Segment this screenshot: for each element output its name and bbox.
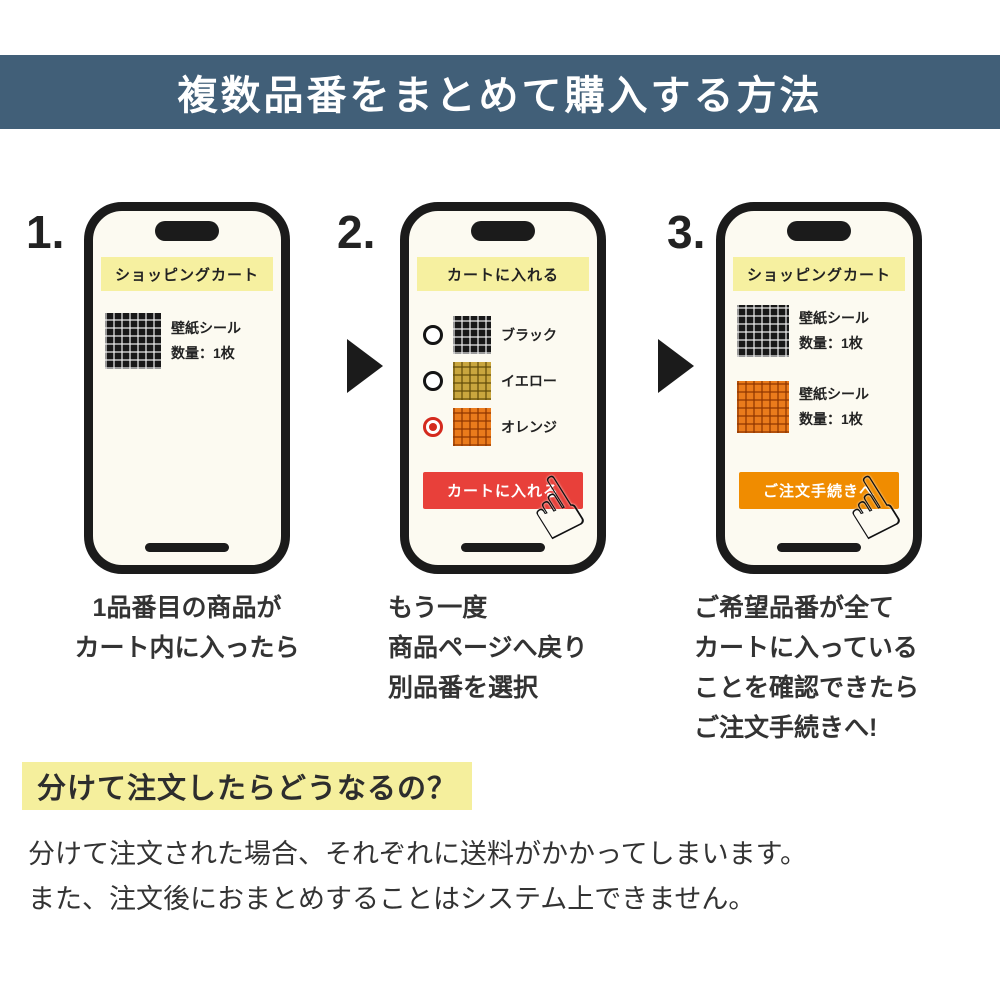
flow-arrow-right-icon [347, 339, 383, 393]
black-grid-swatch [737, 305, 789, 357]
hand-cursor-icon: ☝ [509, 456, 601, 561]
caption-line: 別品番を選択 [388, 674, 539, 702]
title-banner: 複数品番をまとめて購入する方法 [0, 55, 1000, 129]
phone-notch [471, 221, 535, 241]
phone-step-3: ショッピングカート 壁紙シール 数量：1枚 壁紙シール 数量：1枚 ご注文手続き… [716, 202, 922, 574]
step-3-caption: ご希望品番が全て カートに入っている ことを確認できたら ご注文手続きへ! [694, 588, 919, 748]
item-name: 壁紙シール [799, 309, 869, 326]
step-1-number: 1. [26, 206, 65, 258]
color-option-yellow[interactable]: イエロー [423, 361, 557, 401]
cart-item: 壁紙シール 数量：1枚 [105, 313, 241, 369]
page-title: 複数品番をまとめて購入する方法 [177, 74, 823, 118]
caption-line: カートに入っている [694, 634, 918, 662]
step-1-caption: 1品番目の商品が カート内に入ったら [57, 588, 317, 668]
home-indicator [145, 543, 229, 552]
caption-line: 商品ページへ戻り [388, 634, 588, 662]
caption-line: ご注文手続きへ! [694, 714, 878, 742]
caption-line: ことを確認できたら [694, 674, 920, 702]
phone-step-1: ショッピングカート 壁紙シール 数量：1枚 [84, 202, 290, 574]
caption-line: 1品番目の商品が [92, 594, 282, 622]
option-label: イエロー [501, 373, 557, 389]
footer-body-line: また、注文後におまとめすることはシステム上できません。 [28, 884, 756, 915]
phone-step-2: カートに入れる ブラック イエロー オレンジ カートに入れる ☝ [400, 202, 606, 574]
yellow-grid-swatch [453, 362, 491, 400]
add-to-cart-banner: カートに入れる [417, 257, 589, 291]
black-grid-swatch [105, 313, 161, 369]
caption-line: もう一度 [388, 594, 488, 622]
footer-body-line: 分けて注文された場合、それぞれに送料がかかってしまいます。 [28, 839, 807, 869]
color-option-orange[interactable]: オレンジ [423, 407, 557, 447]
step-2-number: 2. [337, 206, 376, 258]
caption-line: ご希望品番が全て [694, 594, 895, 622]
shopping-cart-banner: ショッピングカート [733, 257, 905, 291]
flow-arrow-right-icon [658, 339, 694, 393]
step-2-caption: もう一度 商品ページへ戻り 別品番を選択 [388, 588, 588, 708]
color-option-black[interactable]: ブラック [423, 315, 557, 355]
item-name: 壁紙シール [799, 385, 869, 402]
option-label: オレンジ [501, 419, 557, 435]
option-label: ブラック [501, 327, 557, 343]
shopping-cart-banner: ショッピングカート [101, 257, 273, 291]
radio-unselected-icon[interactable] [423, 325, 443, 345]
radio-unselected-icon[interactable] [423, 371, 443, 391]
phone-notch [155, 221, 219, 241]
orange-grid-swatch [453, 408, 491, 446]
step-3-number: 3. [667, 206, 706, 258]
cart-item: 壁紙シール 数量：1枚 [737, 305, 869, 357]
caption-line: カート内に入ったら [74, 634, 300, 662]
footer-body: 分けて注文された場合、それぞれに送料がかかってしまいます。 また、注文後におまと… [28, 833, 807, 923]
checkout-button[interactable]: ご注文手続きへ [739, 472, 899, 509]
footer-heading: 分けて注文したらどうなるの？ [22, 762, 473, 810]
cart-item: 壁紙シール 数量：1枚 [737, 381, 869, 433]
home-indicator [777, 543, 861, 552]
item-name: 壁紙シール [171, 319, 241, 336]
phone-notch [787, 221, 851, 241]
black-grid-swatch [453, 316, 491, 354]
radio-selected-icon[interactable] [423, 417, 443, 437]
hand-cursor-icon: ☝ [825, 456, 917, 561]
item-qty: 数量：1枚 [799, 335, 863, 351]
item-qty: 数量：1枚 [799, 411, 863, 427]
home-indicator [461, 543, 545, 552]
item-qty: 数量：1枚 [171, 345, 235, 361]
orange-grid-swatch [737, 381, 789, 433]
add-to-cart-button[interactable]: カートに入れる [423, 472, 583, 509]
